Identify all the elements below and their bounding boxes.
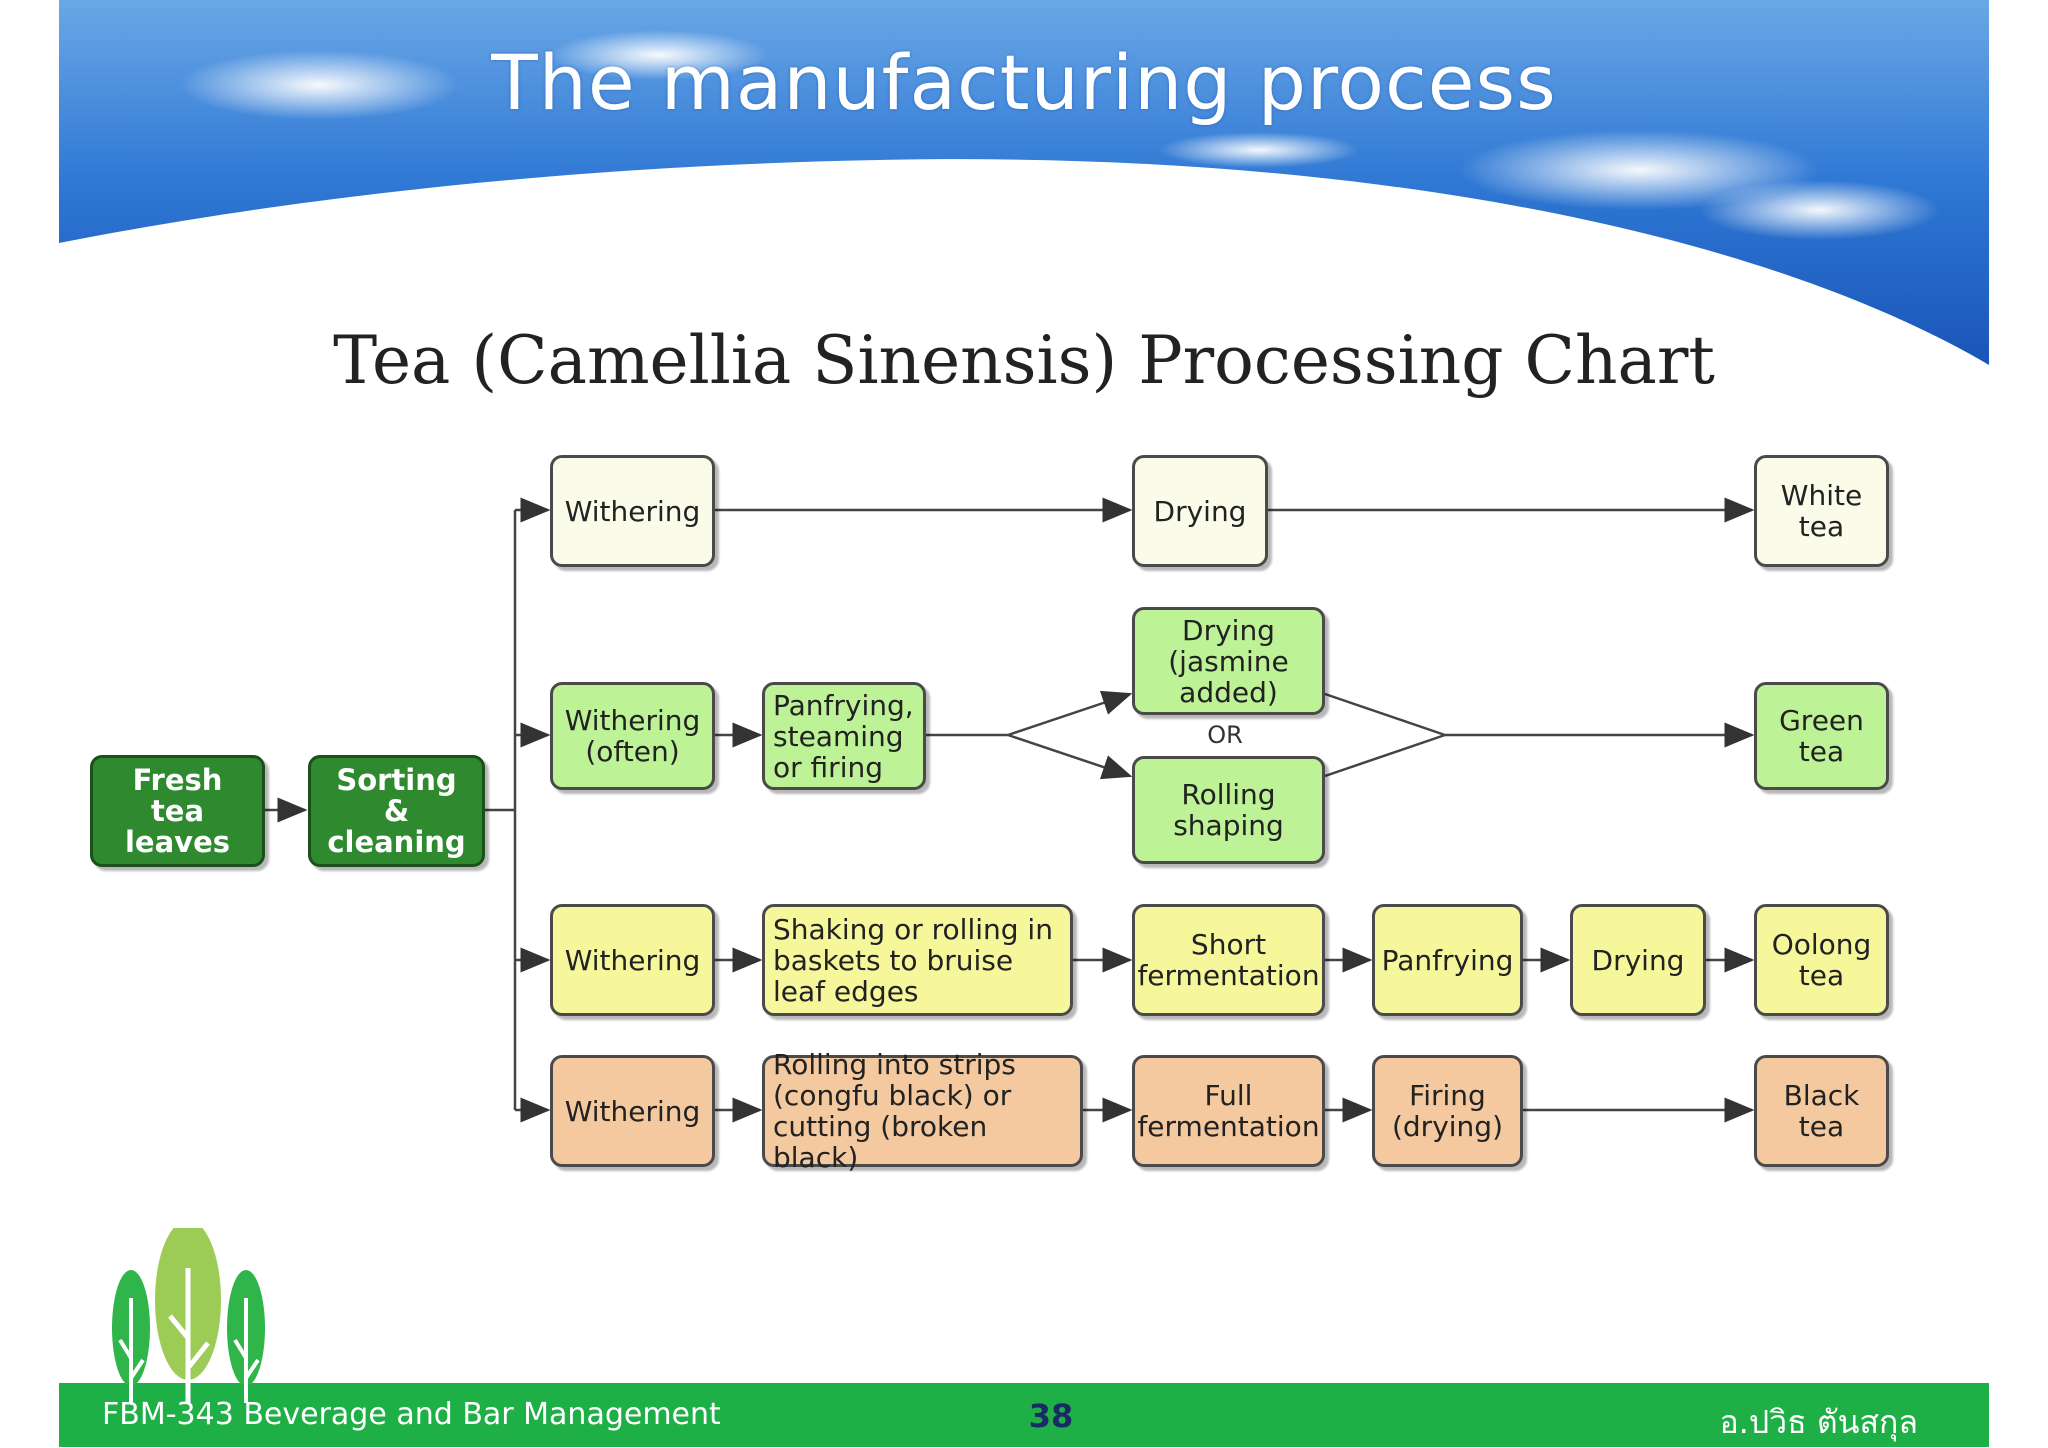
slide-title: The manufacturing process (491, 38, 1557, 127)
node-oolong-withering: Withering (550, 904, 715, 1016)
footer-course-name: FBM-343 Beverage and Bar Management (102, 1397, 721, 1432)
node-white-tea: White tea (1754, 455, 1889, 567)
connector-green-drying-merge (1324, 692, 1446, 737)
node-black-rolling: Rolling into strips (congfu black) or cu… (762, 1049, 1083, 1173)
node-fresh-tea-leaves: Fresh tea leaves (90, 755, 265, 867)
cloud (1699, 180, 1939, 240)
connector-green-rolling-merge (1324, 733, 1446, 778)
footer-bar (59, 1383, 1989, 1447)
tree-logo-icon (112, 1228, 265, 1403)
cloud (179, 50, 459, 120)
connector-green-split-drying (1007, 690, 1133, 737)
node-oolong-tea: Oolong tea (1754, 904, 1889, 1016)
footer-page-number: 38 (1028, 1397, 1074, 1435)
node-green-rolling: Rolling shaping (1132, 756, 1325, 864)
or-label: OR (1207, 721, 1243, 749)
cloud (1159, 132, 1359, 168)
node-oolong-short-fermentation: Short fermentation (1132, 904, 1325, 1016)
chart-title: Tea (Camellia Sinensis) Processing Chart (333, 322, 1715, 399)
node-oolong-shaking: Shaking or rolling in baskets to bruise … (762, 904, 1073, 1016)
node-green-withering: Withering (often) (550, 682, 715, 790)
cloud (1459, 130, 1819, 210)
footer-author: อ.ปวิธ ตันสกุล (1719, 1403, 1918, 1441)
node-black-withering: Withering (550, 1055, 715, 1167)
node-white-drying: Drying (1132, 455, 1268, 567)
node-oolong-drying: Drying (1570, 904, 1706, 1016)
cloud (549, 30, 769, 80)
node-green-tea: Green tea (1754, 682, 1889, 790)
node-sorting-cleaning: Sorting & cleaning (308, 755, 485, 867)
node-black-firing: Firing (drying) (1372, 1055, 1523, 1167)
sky-banner-graphic (59, 0, 1989, 365)
node-white-withering: Withering (550, 455, 715, 567)
node-black-full-fermentation: Full fermentation (1132, 1055, 1325, 1167)
header-banner (59, 0, 1989, 370)
node-oolong-panfrying: Panfrying (1372, 904, 1523, 1016)
node-green-panfrying: Panfrying, steaming or firing (762, 682, 926, 790)
node-green-drying: Drying (jasmine added) (1132, 607, 1325, 715)
node-black-tea: Black tea (1754, 1055, 1889, 1167)
connector-green-split-rolling (1007, 733, 1133, 780)
